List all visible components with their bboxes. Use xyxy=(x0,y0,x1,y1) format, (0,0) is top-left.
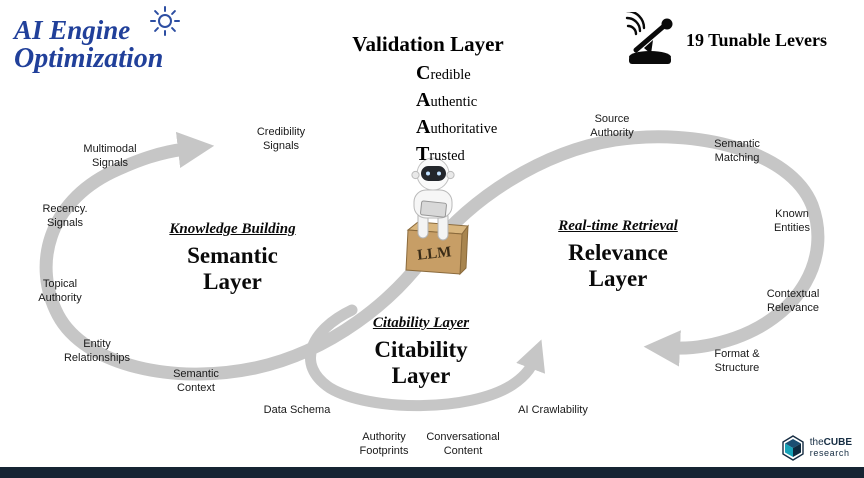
label-source-authority: Source Authority xyxy=(590,113,634,140)
cube-logo-research: research xyxy=(809,447,850,458)
label-entity-relationships: Entity Relationships xyxy=(63,338,131,365)
logo-line1: AI Engine xyxy=(14,15,131,45)
semantic-loop-arrow xyxy=(39,131,435,381)
label-semantic-context: Semantic Context xyxy=(173,368,219,395)
label-semantic-matching: Semantic Matching xyxy=(714,138,760,165)
logo-line2: Optimization xyxy=(14,43,164,75)
validation-layer-title: Validation Layer xyxy=(352,32,504,56)
citability-layer-title: Citability Layer xyxy=(374,337,468,389)
caat-list: Credible Authentic Authoritative Trusted xyxy=(416,60,497,168)
caat-item-credible: Credible xyxy=(416,62,471,84)
thecube-research-logo: theCUBE research xyxy=(781,435,852,461)
relevance-loop-arrow xyxy=(425,130,825,367)
sun-icon xyxy=(150,6,180,36)
robot-illustration: LLM xyxy=(405,157,469,276)
tunable-levers-label: 19 Tunable Levers xyxy=(686,29,828,50)
label-contextual-relevance: Contextual Relevance xyxy=(766,288,820,315)
tunable-levers: 19 Tunable Levers xyxy=(620,12,827,68)
citability-layer-block: Citability Layer Citability Layer xyxy=(337,315,505,390)
label-multimodal-signals: Multimodal Signals xyxy=(83,143,137,170)
knowledge-building-subtitle: Knowledge Building xyxy=(169,221,296,237)
realtime-retrieval-subtitle: Real-time Retrieval xyxy=(558,218,678,234)
relevance-layer-title: Relevance Layer xyxy=(568,240,668,292)
label-topical-authority: Topical Authority xyxy=(38,278,82,305)
ai-engine-optimization-logo: AI Engine Optimization xyxy=(14,16,163,73)
label-ai-crawlability: AI Crawlability xyxy=(518,404,588,416)
citability-loop-arrow xyxy=(305,304,546,412)
cube-logo-the: the xyxy=(809,437,824,449)
caat-item-authoritative: Authoritative xyxy=(416,116,498,138)
label-known-entities: Known Entities xyxy=(773,208,811,235)
semantic-layer-title: Semantic Layer xyxy=(187,243,278,295)
label-format-structure: Format & Structure xyxy=(714,348,760,375)
cube-logo-text: theCUBE research xyxy=(809,437,852,458)
label-authority-footprints: Authority Footprints xyxy=(359,431,409,458)
semantic-layer-block: Knowledge Building Semantic Layer xyxy=(145,221,320,296)
label-credibility-signals: Credibility Signals xyxy=(256,126,306,153)
label-data-schema: Data Schema xyxy=(263,404,331,416)
citability-layer-subtitle: Citability Layer xyxy=(372,315,470,331)
telegraph-key-icon xyxy=(625,12,673,64)
caat-item-authentic: Authentic xyxy=(416,89,478,111)
label-conversational-content: Conversational Content xyxy=(426,431,500,458)
caat-item-trusted: Trusted xyxy=(416,143,465,165)
label-recency-signals: Recency. Signals xyxy=(42,203,88,230)
llm-box-label: LLM xyxy=(416,244,452,263)
cube-icon xyxy=(782,435,804,461)
cube-logo-cube: CUBE xyxy=(823,437,852,449)
relevance-layer-block: Real-time Retrieval Relevance Layer xyxy=(528,218,708,293)
bottom-bar xyxy=(0,467,864,478)
